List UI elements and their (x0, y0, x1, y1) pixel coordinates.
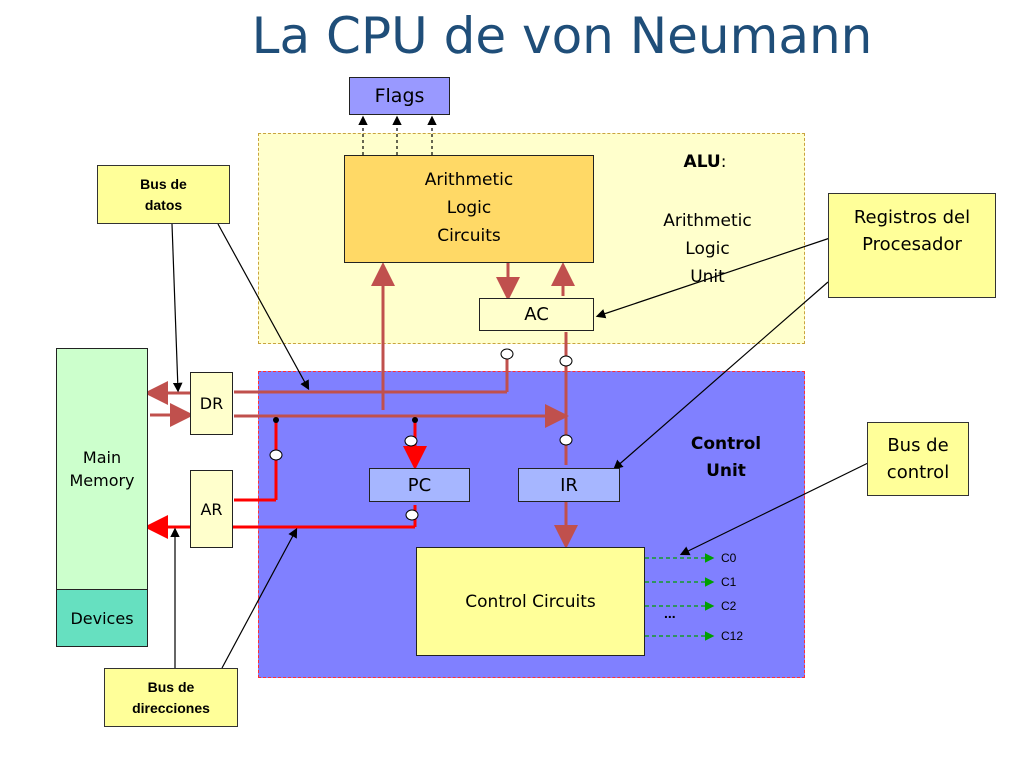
data-bus-lines (144, 262, 578, 549)
alu-label-colon: : (720, 152, 727, 172)
main-memory-label: Main Memory (69, 448, 135, 490)
control-line-c2: C2 (721, 599, 737, 613)
flag-arrows (358, 115, 437, 155)
ir-register: IR (518, 468, 620, 502)
callout-bus-direcciones: Bus de direcciones (104, 668, 238, 727)
ac-label: AC (524, 304, 549, 325)
callout-bus-datos-label: Bus de datos (140, 175, 187, 213)
pc-register: PC (369, 468, 470, 502)
junction-dots (273, 417, 418, 423)
callout-registros-label: Registros del Procesador (853, 207, 971, 255)
ir-label: IR (560, 474, 578, 496)
control-circuits-label: Control Circuits (465, 591, 596, 612)
control-unit-label: Control Unit (690, 434, 762, 481)
control-line-ellipsis: ... (664, 605, 676, 621)
devices-label: Devices (70, 608, 134, 628)
ar-register: AR (190, 470, 233, 548)
ar-label: AR (200, 499, 223, 519)
flags-box: Flags (349, 77, 450, 115)
dr-register: DR (190, 372, 233, 435)
callout-bus-datos: Bus de datos (97, 165, 230, 224)
alu-label-bold: ALU (683, 152, 721, 172)
page-title: La CPU de von Neumann (251, 7, 873, 65)
dr-label: DR (199, 394, 224, 413)
control-line-c1: C1 (721, 575, 737, 589)
alu-description: Arithmetic Logic Unit (663, 211, 752, 287)
alu-circuits-label: Arithmetic Logic Circuits (424, 170, 514, 246)
control-signal-lines (645, 553, 715, 641)
callout-bus-control: Bus de control (867, 422, 969, 496)
callout-pointers (170, 223, 869, 669)
callout-registros: Registros del Procesador (828, 193, 996, 298)
callout-bus-direcciones-label: Bus de direcciones (132, 678, 210, 716)
ac-register: AC (479, 298, 594, 331)
control-line-c0: C0 (721, 551, 737, 565)
flags-label: Flags (374, 85, 425, 107)
alu-label: ALU: (660, 152, 750, 172)
main-memory: Main Memory (56, 348, 148, 590)
callout-bus-control-label: Bus de control (886, 435, 950, 483)
alu-circuits-box: Arithmetic Logic Circuits (344, 155, 594, 263)
devices-box: Devices (56, 589, 148, 647)
pc-label: PC (407, 474, 432, 496)
control-circuits-box: Control Circuits (416, 547, 645, 656)
control-line-c12: C12 (721, 629, 744, 643)
gate-ovals (269, 348, 573, 521)
